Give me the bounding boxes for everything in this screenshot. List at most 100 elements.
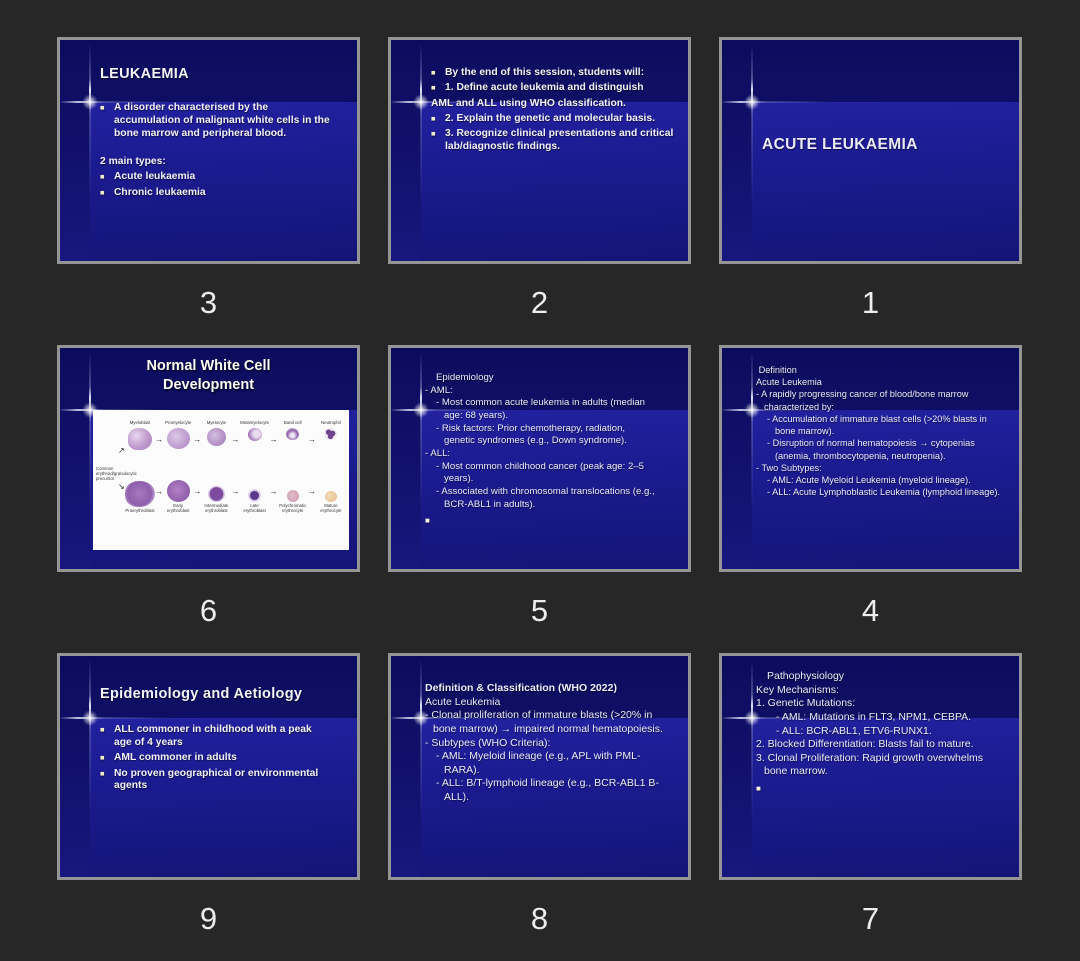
text-line: - A rapidly progressing cancer of blood/…: [756, 389, 972, 412]
intermediate-erythroblast-cell: [207, 486, 225, 502]
promyelocyte-cell: [166, 428, 190, 449]
slide-body-text: ■ A disorder characterised by the accumul…: [60, 102, 357, 200]
lens-flare-horizontal: [722, 409, 907, 411]
slide-body-text: Epidemiology- AML:- Most common acute le…: [391, 372, 688, 527]
slide-body-text: Definition & Classification (WHO 2022)Ac…: [391, 682, 688, 805]
bullet-line: ■ALL commoner in childhood with a peak a…: [100, 724, 327, 750]
square-bullet-icon: ■: [100, 187, 105, 197]
slide-thumbnail-1[interactable]: ACUTE LEUKAEMIA: [719, 37, 1022, 264]
lens-flare-vertical: [751, 656, 753, 833]
lens-flare-star: [411, 92, 431, 112]
square-bullet-icon: ■: [431, 114, 436, 124]
bullet-line-text: Acute leukaemia: [114, 171, 196, 183]
arrow-right-icon: →: [269, 486, 278, 496]
cell-group: Metamyelocyte: [240, 417, 270, 441]
slide-number-label: 3: [199, 285, 218, 320]
lens-flare-star: [80, 92, 100, 112]
bullet-line-text: A disorder characterised by the accumula…: [114, 102, 330, 139]
bullet-line-text: AML commoner in adults: [114, 752, 237, 764]
slide-number-label: 1: [861, 285, 880, 320]
square-bullet-icon: ■: [431, 68, 436, 77]
text-line: - Clonal proliferation of immature blast…: [425, 709, 663, 735]
slide-thumbnail-5[interactable]: Epidemiology- AML:- Most common acute le…: [388, 345, 691, 572]
arrow-right-icon: →: [307, 486, 316, 496]
slide-body-background: [752, 410, 1019, 569]
cell-group: Intermediate erythroblast: [201, 486, 231, 514]
arrow-right-icon: →: [307, 435, 316, 444]
text-line: - Risk factors: Prior chemotherapy, radi…: [436, 422, 628, 447]
cell-label: Intermediate erythroblast: [204, 503, 229, 513]
cell-label: Myeloblast: [129, 420, 151, 426]
myeloblast-cell: [128, 428, 152, 450]
text-line: - AML:: [425, 384, 453, 396]
square-bullet-icon: ■: [100, 103, 105, 112]
lens-flare-star: [742, 708, 762, 728]
blood-cell-diagram-image: Myeloblast→Promyelocyte→Myelocyte→Metamy…: [93, 410, 349, 550]
slide-number-label: 9: [199, 901, 218, 936]
cell-label: Promyelocyte: [165, 420, 192, 426]
lens-flare-horizontal: [391, 717, 576, 719]
text-line: Definition: [756, 365, 797, 375]
slide-thumbnail-3[interactable]: LEUKAEMIA■A disorder characterised by th…: [57, 37, 360, 264]
slide-thumbnail-8[interactable]: Definition & Classification (WHO 2022)Ac…: [388, 653, 691, 880]
mature-erythrocyte-cell: [324, 491, 337, 502]
bullet-line: ■AML commoner in adults: [100, 752, 327, 765]
arrow-right-icon: →: [269, 435, 278, 444]
slide-sorter-view: { "ui": { "background_color": "#272727",…: [57, 37, 1022, 936]
bullet-line-text: 3. Recognize clinical presentations and …: [445, 128, 674, 153]
granulocyte-row: Myeloblast→Promyelocyte→Myelocyte→Metamy…: [125, 417, 346, 450]
cell-label: Myelocyte: [206, 420, 227, 426]
neutrophil-cell: [324, 428, 338, 440]
bullet-line: ■ A disorder characterised by the accumul…: [100, 102, 333, 141]
bullet-line-text: No proven geographical or environmental …: [114, 767, 319, 792]
lens-flare-horizontal: [60, 101, 245, 103]
square-bullet-icon: ■: [100, 768, 105, 778]
slide-title: ACUTE LEUKAEMIA: [762, 136, 918, 153]
text-line: - ALL:: [425, 447, 451, 459]
text-line: - AML: Myeloid lineage (e.g., APL with P…: [436, 750, 641, 776]
bullet-line-text: 2 main types:: [100, 156, 166, 168]
text-line: Acute Leukemia: [425, 695, 501, 708]
bullet-line: ■2. Explain the genetic and molecular ba…: [431, 113, 674, 126]
slide-body-background: [90, 102, 357, 261]
slide-number-label: 4: [861, 593, 880, 628]
cell-group: Myeloblast: [125, 417, 155, 450]
cell-label: Band cell: [283, 420, 302, 426]
bullet-line-text: ALL commoner in childhood with a peak ag…: [114, 724, 312, 748]
square-bullet-icon: ■: [431, 129, 436, 139]
lens-flare-star: [411, 708, 431, 728]
arrow-down-right-icon: ↘: [118, 482, 125, 491]
text-line: - Subtypes (WHO Criteria):: [425, 736, 551, 749]
cell-label: Mature erythrocyte: [320, 503, 342, 513]
bullet-line: ■Acute leukaemia: [100, 171, 333, 184]
lens-flare-horizontal: [722, 101, 907, 103]
bullet-line: ■Chronic leukaemia: [100, 187, 333, 200]
slide-thumbnail-2[interactable]: ■By the end of this session, students wi…: [388, 37, 691, 264]
text-line: Acute Leukemia: [756, 377, 822, 388]
bullet-line: AML and ALL using WHO classification.: [431, 98, 674, 111]
text-line: - AML: Acute Myeloid Leukemia (myeloid l…: [767, 475, 971, 486]
cell-group: Mature erythrocyte: [316, 491, 346, 514]
arrow-right-icon: →: [155, 435, 164, 444]
lens-flare-vertical: [89, 656, 91, 833]
text-line: Definition & Classification (WHO 2022): [425, 682, 617, 694]
text-line: Epidemiology: [436, 372, 494, 383]
arrow-up-right-icon: ↗: [118, 446, 125, 455]
bullet-line: 2 main types:: [100, 156, 333, 169]
slide-body-background: [752, 102, 1019, 261]
arrow-right-icon: →: [155, 486, 164, 496]
slide-number-label: 5: [530, 593, 549, 628]
slide-thumbnail-9[interactable]: Epidemiology and Aetiology■ALL commoner …: [57, 653, 360, 880]
bullet-line: ■ 3. Recognize clinical presentations and…: [431, 128, 674, 154]
blank-line: [100, 143, 333, 156]
text-line: Key Mechanisms:: [756, 683, 839, 696]
text-line: - ALL: BCR-ABL1, ETV6-RUNX1.: [776, 724, 932, 737]
slide-cell: ■By the end of this session, students wi…: [388, 37, 691, 342]
bullet-line: ■By the end of this session, students wi…: [431, 67, 674, 80]
